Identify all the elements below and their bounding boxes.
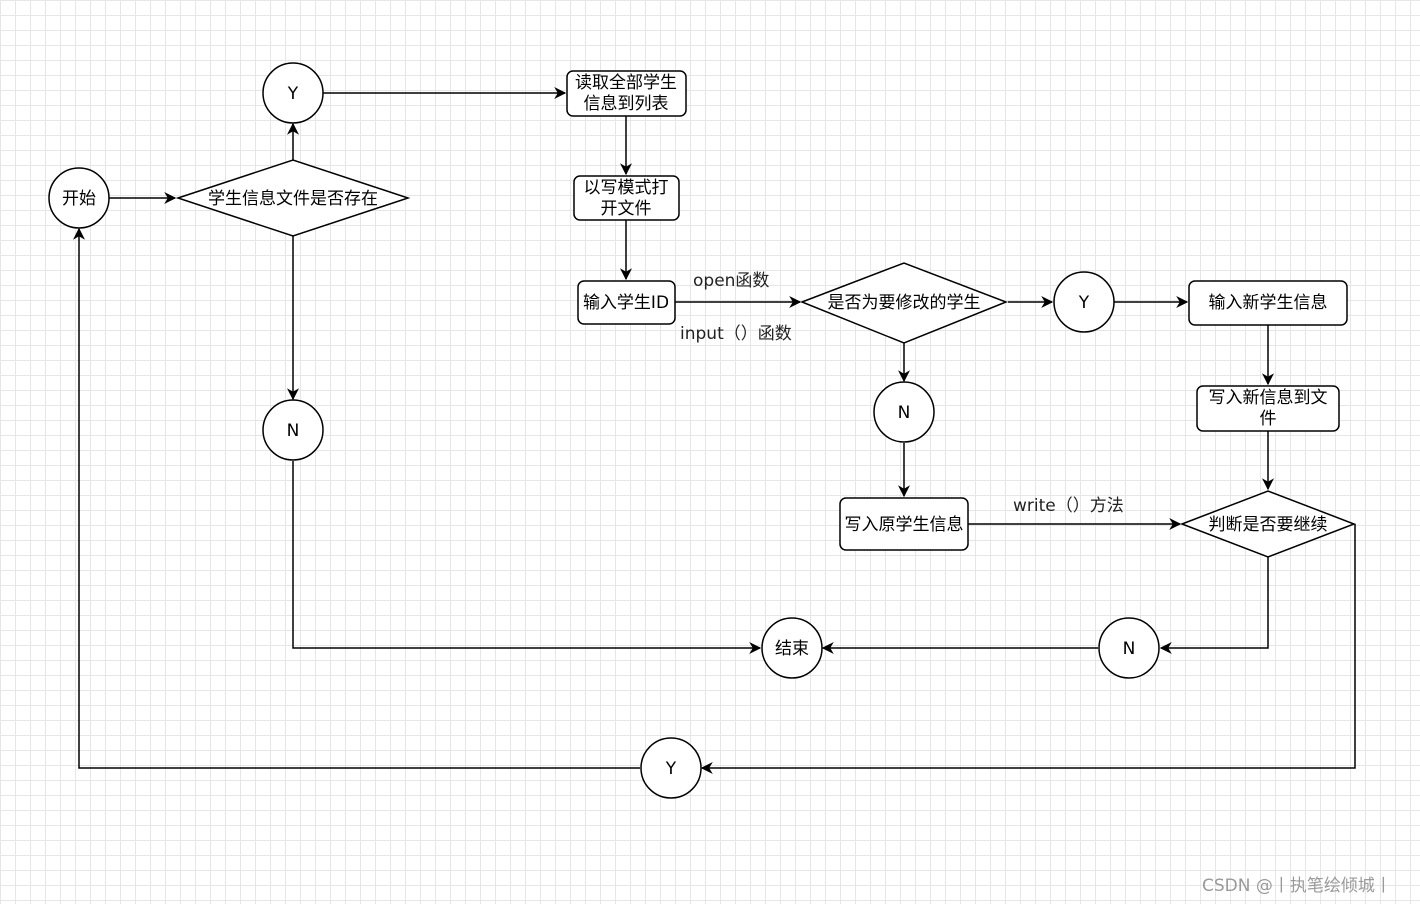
- write-orig-label: 写入原学生信息: [845, 515, 964, 535]
- node-write-new-info[interactable]: 写入新信息到文 件: [1196, 385, 1340, 432]
- continue-no-label: N: [1123, 639, 1136, 659]
- node-start[interactable]: 开始: [48, 167, 110, 229]
- csdn-watermark: CSDN @丨执笔绘倾城丨: [1202, 876, 1392, 896]
- input-new-box: [1188, 280, 1348, 326]
- node-continue-yes[interactable]: Y: [640, 737, 702, 799]
- continue-diamond: [1179, 490, 1357, 558]
- node-exists-no[interactable]: N: [262, 399, 324, 461]
- write-new-line-2: 件: [1260, 409, 1277, 429]
- write-new-line-1: 写入新信息到文: [1209, 388, 1328, 408]
- open-write-line-2: 开文件: [601, 199, 652, 219]
- modify-no-circle: [873, 381, 935, 443]
- exists-diamond: [175, 159, 411, 237]
- edge-label-input-function: input（）函数: [680, 324, 792, 344]
- modify-diamond: [799, 262, 1009, 344]
- node-input-student-id[interactable]: 输入学生ID: [577, 280, 676, 325]
- node-continue-no[interactable]: N: [1098, 617, 1160, 679]
- node-open-write-mode[interactable]: 以写模式打 开文件: [573, 175, 680, 221]
- continue-no-circle: [1098, 617, 1160, 679]
- modify-yes-circle: [1053, 271, 1115, 333]
- open-write-line-1: 以写模式打: [584, 178, 669, 198]
- start-label: 开始: [62, 189, 96, 209]
- node-modify-decision[interactable]: 是否为要修改的学生: [799, 262, 1009, 344]
- node-continue-decision[interactable]: 判断是否要继续: [1179, 490, 1357, 558]
- exists-yes-label: Y: [287, 84, 299, 104]
- continue-yes-label: Y: [665, 759, 677, 779]
- edge-label-write-method: write（）方法: [1013, 496, 1124, 516]
- node-write-original-info[interactable]: 写入原学生信息: [839, 497, 969, 551]
- write-orig-box: [839, 497, 969, 551]
- input-new-label: 输入新学生信息: [1209, 293, 1328, 313]
- modify-label: 是否为要修改的学生: [828, 293, 981, 313]
- node-read-all-students[interactable]: 读取全部学生 信息到列表: [566, 70, 687, 117]
- edges: [73, 87, 1356, 774]
- exists-no-label: N: [287, 421, 300, 441]
- end-circle: [761, 617, 823, 679]
- write-new-box: [1196, 385, 1340, 432]
- exists-no-circle: [262, 399, 324, 461]
- read-all-box: [566, 70, 687, 117]
- input-id-box: [577, 280, 676, 325]
- edge-y-to-start: [73, 227, 640, 769]
- start-circle: [48, 167, 110, 229]
- node-modify-no[interactable]: N: [873, 381, 935, 443]
- node-end[interactable]: 结束: [761, 617, 823, 679]
- exists-label: 学生信息文件是否存在: [208, 189, 378, 209]
- exists-yes-circle: [262, 62, 324, 124]
- node-file-exists-decision[interactable]: 学生信息文件是否存在: [175, 159, 411, 237]
- edge-label-open-function: open函数: [693, 271, 769, 291]
- edge-continue-to-y: [700, 524, 1356, 774]
- edge-continue-to-n: [1159, 557, 1269, 654]
- read-all-line-1: 读取全部学生: [575, 73, 677, 93]
- node-modify-yes[interactable]: Y: [1053, 271, 1115, 333]
- continue-yes-circle: [640, 737, 702, 799]
- node-exists-yes[interactable]: Y: [262, 62, 324, 124]
- edge-n-to-end: [292, 461, 762, 654]
- input-id-label: 输入学生ID: [583, 293, 669, 313]
- end-label: 结束: [775, 639, 809, 659]
- open-write-box: [573, 175, 680, 221]
- modify-no-label: N: [898, 403, 911, 423]
- read-all-line-2: 信息到列表: [584, 94, 669, 114]
- node-input-new-info[interactable]: 输入新学生信息: [1188, 280, 1348, 326]
- modify-yes-label: Y: [1078, 293, 1090, 313]
- continue-label: 判断是否要继续: [1209, 515, 1328, 535]
